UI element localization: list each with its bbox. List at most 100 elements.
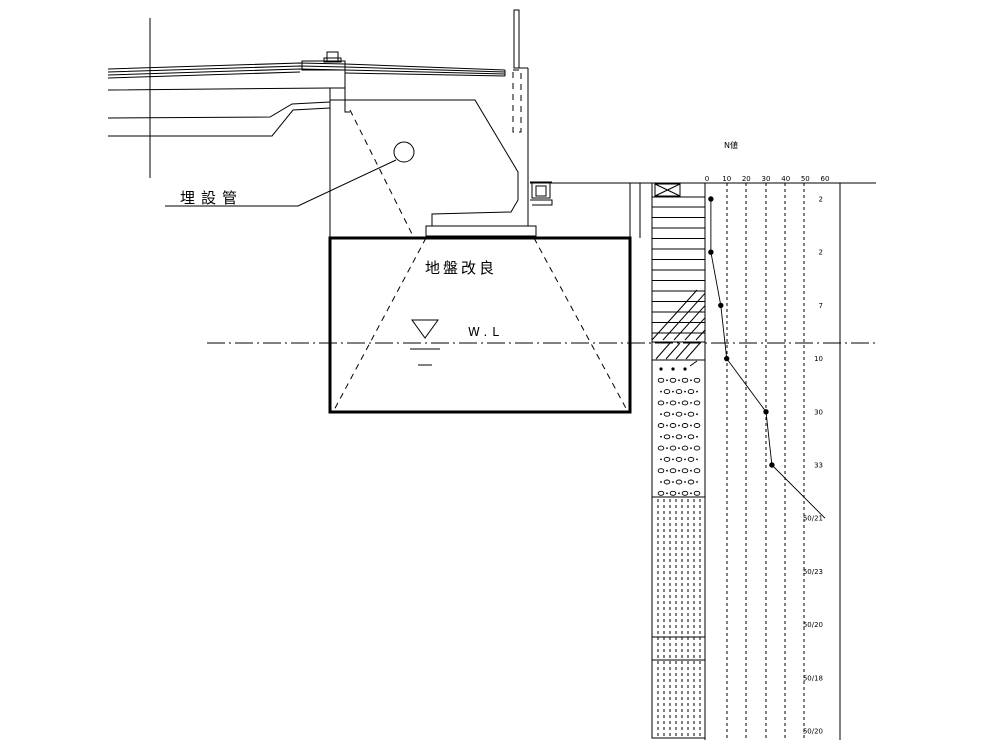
drain-channel bbox=[530, 181, 553, 206]
gravel-dot bbox=[684, 481, 686, 483]
gravel-dot bbox=[660, 413, 662, 416]
gravel-pebble bbox=[693, 400, 701, 406]
gravel-pebble bbox=[681, 377, 689, 383]
gravel-dot bbox=[678, 447, 680, 449]
gravel-pebble bbox=[675, 434, 683, 440]
gravel-dot bbox=[684, 413, 686, 416]
water-level-label: W.L bbox=[468, 325, 504, 339]
gravel-dot bbox=[696, 435, 698, 438]
drain-base bbox=[530, 199, 553, 206]
gravel-pebble bbox=[663, 411, 671, 417]
load-spread-line bbox=[349, 109, 414, 237]
n-value-label: 50/23 bbox=[803, 568, 823, 576]
gravel-dot bbox=[666, 379, 668, 382]
gravel-dot bbox=[672, 413, 674, 416]
gravel-dot bbox=[678, 492, 680, 495]
gravel-dot bbox=[690, 447, 692, 449]
n-value-label: 7 bbox=[819, 302, 823, 310]
gravel-dot bbox=[678, 402, 680, 404]
gravel-dot bbox=[660, 481, 662, 483]
gravel-dot bbox=[666, 402, 668, 404]
gravel-pebble bbox=[681, 490, 689, 496]
gravel-dot bbox=[666, 492, 668, 495]
gravel-dot bbox=[690, 492, 692, 495]
wall-back-face bbox=[330, 99, 519, 226]
buried-pipe-label: 埋設管 bbox=[180, 189, 243, 207]
n-value-label: 10 bbox=[814, 355, 823, 363]
silt-hatch-line bbox=[655, 342, 671, 360]
gravel-pebble bbox=[687, 479, 695, 485]
n-value-grid bbox=[704, 183, 841, 740]
gravel-pebble bbox=[687, 456, 695, 462]
silt-hatch-line bbox=[685, 342, 701, 360]
gravel-pebble bbox=[657, 490, 665, 496]
drain-body bbox=[531, 181, 551, 199]
curb-post-base bbox=[323, 57, 342, 63]
gravel-dot bbox=[696, 390, 698, 393]
n-axis-tick-label: 10 bbox=[722, 175, 731, 183]
n-axis-tick-label: 60 bbox=[821, 175, 830, 183]
gravel-pebble bbox=[693, 445, 701, 451]
gravel-dot bbox=[672, 390, 674, 393]
gravel-dot bbox=[672, 435, 674, 438]
sand-hatch-line bbox=[673, 305, 706, 341]
gravel-dot bbox=[660, 435, 662, 438]
topsoil-cross bbox=[654, 183, 681, 197]
road-base-line bbox=[107, 87, 345, 91]
gravel-pebble bbox=[693, 468, 701, 474]
gravel-pebble bbox=[669, 468, 677, 474]
gravel-pebble bbox=[693, 423, 701, 428]
pavement-layers bbox=[107, 51, 506, 79]
gravel-dot bbox=[672, 481, 674, 483]
gravel-pebble bbox=[675, 479, 683, 485]
gravel-pebble bbox=[687, 434, 695, 440]
soil-patterns bbox=[651, 206, 706, 738]
gravel-dot bbox=[684, 435, 686, 438]
silt-hatch-line bbox=[675, 342, 691, 360]
drawing-labels: 埋設管 地盤改良 W.L N値 bbox=[180, 140, 738, 339]
gravel-pebble bbox=[687, 389, 695, 395]
gravel-slash bbox=[689, 360, 698, 367]
gravel-dot bbox=[696, 413, 698, 416]
sand-hatch-line bbox=[651, 289, 698, 341]
gravel-pebble bbox=[675, 456, 683, 462]
ground-improvement-label: 地盤改良 bbox=[425, 259, 497, 277]
n-axis-tick-label: 30 bbox=[762, 175, 771, 183]
gravel-dot bbox=[678, 424, 680, 427]
gravel-pebble bbox=[693, 377, 701, 383]
gravel-pebble bbox=[687, 411, 695, 417]
water-level-triangle-icon bbox=[411, 319, 439, 339]
n-value-label: 50/18 bbox=[803, 674, 823, 682]
wall-notch bbox=[344, 100, 350, 113]
gravel-pebble bbox=[663, 434, 671, 440]
n-value-label: 2 bbox=[819, 249, 823, 257]
gravel-pebble bbox=[657, 445, 665, 451]
gravel-dot bbox=[672, 458, 674, 461]
drain-inner bbox=[535, 185, 547, 197]
topsoil-cell bbox=[654, 183, 681, 197]
gravel-pebble bbox=[669, 490, 677, 496]
gravel-dot bbox=[690, 469, 692, 472]
ground-improvement-zone bbox=[328, 236, 632, 414]
road-base-layers bbox=[107, 87, 345, 137]
retaining-wall bbox=[329, 9, 537, 238]
boring-log-column bbox=[651, 182, 706, 739]
gravel-dot bbox=[678, 379, 680, 382]
load-spread-line bbox=[332, 237, 427, 413]
n-value-point bbox=[708, 249, 714, 255]
gravel-pebble bbox=[669, 400, 677, 406]
n-axis-tick-label: 40 bbox=[781, 175, 790, 183]
n-value-header: N値 bbox=[724, 140, 738, 150]
n-value-point bbox=[763, 409, 769, 415]
gravel-pebble bbox=[675, 389, 683, 395]
gravel-pebble bbox=[663, 479, 671, 485]
gravel-pebble bbox=[669, 445, 677, 451]
wall-footing bbox=[425, 225, 537, 237]
n-value-label: 50/20 bbox=[803, 621, 823, 629]
n-value-label: 2 bbox=[819, 196, 823, 204]
load-spread-line bbox=[533, 237, 629, 413]
gravel-pebble bbox=[657, 468, 665, 474]
n-value-point bbox=[708, 196, 714, 202]
